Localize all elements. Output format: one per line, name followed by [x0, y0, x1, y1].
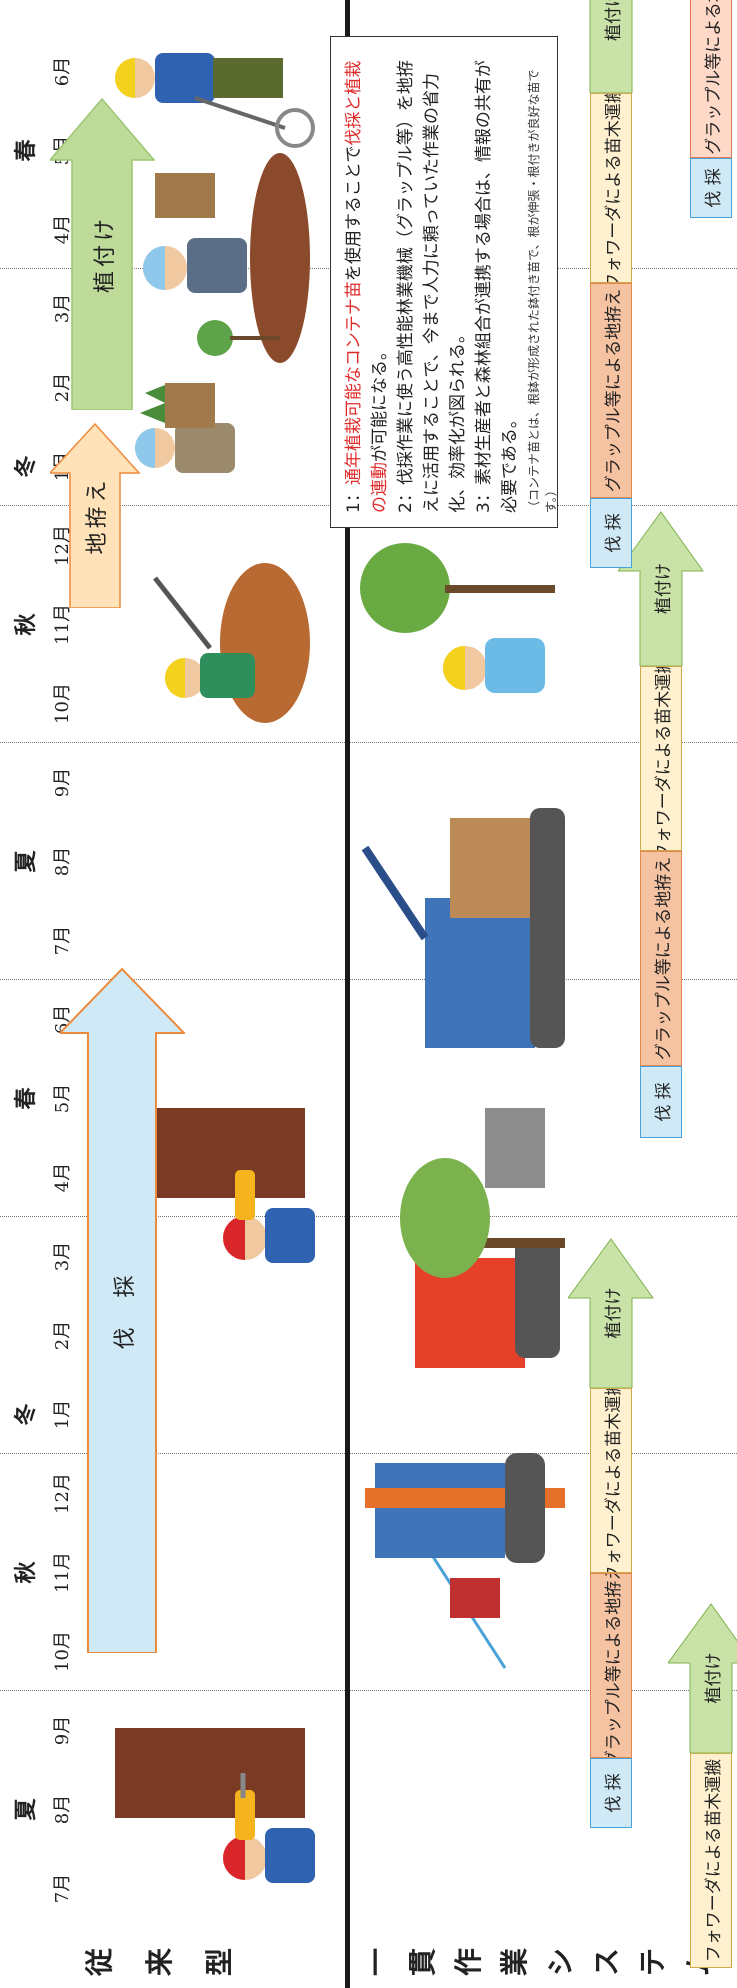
season-label: 夏: [13, 850, 39, 873]
row1-seg-0: 伐 採: [590, 1758, 632, 1828]
season-label: 春: [13, 1087, 39, 1110]
month-label: 9月: [52, 767, 73, 798]
season-label: 秋: [13, 613, 39, 636]
note-1-suffix: が可能になる。: [370, 343, 390, 462]
month-label: 7月: [52, 1873, 73, 1904]
note-2: 2：伐採作業に使う高性能林業機械（グラップル等）を地拵えに活用することで、今まで…: [396, 60, 468, 513]
row2-seg-1: グラップル等による地拵え: [640, 851, 682, 1066]
forwarder-crane-illustration: [355, 768, 579, 1068]
row2-seg-0: 伐 採: [640, 1066, 682, 1138]
row1-seg-1: グラップル等による地拵え: [590, 1573, 632, 1758]
season-label: 秋: [13, 1561, 39, 1584]
row-label-char: テ: [636, 1947, 669, 1976]
row-label-char: 一: [360, 1947, 393, 1976]
month-label: 11月: [52, 604, 73, 645]
note-3-small: （コンテナ苗とは、根鉢が形成された鉢付き苗で、根が伸張・根付きが良好な苗です。）: [527, 69, 558, 513]
row1-planting-label: 植付け: [603, 1287, 624, 1339]
season-label: 春: [13, 139, 39, 162]
planting-arrow: 植付け: [50, 98, 155, 410]
notes-box: 1：通年植栽可能なコンテナ苗を使用することで伐採と植栽の連動が可能になる。 2：…: [330, 36, 558, 528]
row-label-char: 業: [498, 1947, 531, 1976]
site-prep-arrow-label: 地拵え: [85, 476, 110, 555]
row3-seg-1: グラップル等による地拵え: [590, 283, 632, 498]
row4l-seg-0: フォワーダによる苗木運搬: [690, 1753, 732, 1968]
row-label-char: ス: [590, 1947, 623, 1976]
month-label: 9月: [52, 1715, 73, 1746]
row4l-planting-label: 植付け: [703, 1652, 724, 1704]
note-1-highlight-1: 通年植栽可能なコンテナ苗: [344, 281, 364, 486]
quarter-divider: [0, 742, 737, 743]
felling-arrow-label: 伐 採: [112, 1271, 138, 1350]
worker-planting-tree-illustration: [355, 538, 579, 738]
site-prep-arrow: 地拵え: [50, 423, 140, 608]
harvester-tree-illustration: [355, 1098, 579, 1398]
worker-chainsaw-illustration-2: [95, 1098, 329, 1298]
row4r-seg-1: グラップル等による地拵え: [690, 0, 732, 158]
worker-hoe-illustration: [95, 548, 329, 738]
row4l-planting-arrow: 植付け: [668, 1603, 737, 1753]
row3-seg-0: 伐 採: [590, 498, 632, 568]
row3-planting-arrow: 植付け: [568, 0, 654, 93]
season-label: 夏: [13, 1798, 39, 1821]
month-label: 8月: [52, 846, 73, 877]
note-1: 1：通年植栽可能なコンテナ苗を使用することで伐採と植栽の連動が可能になる。: [341, 51, 393, 513]
felling-arrow: 伐 採: [60, 968, 185, 1653]
note-1-prefix: 1：: [344, 485, 364, 513]
season-label: 冬: [13, 1403, 39, 1426]
row3-seg-2: フォワーダによる苗木運搬: [590, 93, 632, 283]
row1-seg-2: フォワーダによる苗木運搬: [590, 1388, 632, 1573]
month-label: 8月: [52, 1794, 73, 1825]
row-label-char: 作: [452, 1947, 485, 1976]
row-label-char: シ: [544, 1947, 577, 1976]
row-label-char: 貫: [406, 1947, 439, 1976]
worker-planting-illustration: [95, 148, 329, 378]
planting-arrow-label: 植付け: [92, 215, 118, 294]
season-label: 冬: [13, 455, 39, 478]
row4r-seg-0: 伐 採: [690, 158, 732, 218]
row3-planting-label: 植付け: [603, 0, 624, 41]
note-3: 3：素材生産者と森林組合が連携する場合は、情報の共有が必要である。: [474, 60, 520, 513]
note-1-mid: を使用することで: [344, 145, 364, 282]
row1-planting-arrow: 植付け: [568, 1238, 654, 1388]
row2-planting-arrow: 植付け: [618, 511, 704, 666]
grapple-machine-illustration: [355, 1428, 579, 1678]
worker-chainsaw-illustration: [95, 1718, 329, 1918]
worker-seedling-carry-illustration: [95, 358, 329, 518]
row-label-char: 型: [203, 1947, 236, 1976]
worker-brushcutter-illustration: [95, 8, 329, 148]
row2-seg-2: フォワーダによる苗木運搬: [640, 666, 682, 851]
month-label: 10月: [52, 683, 73, 724]
